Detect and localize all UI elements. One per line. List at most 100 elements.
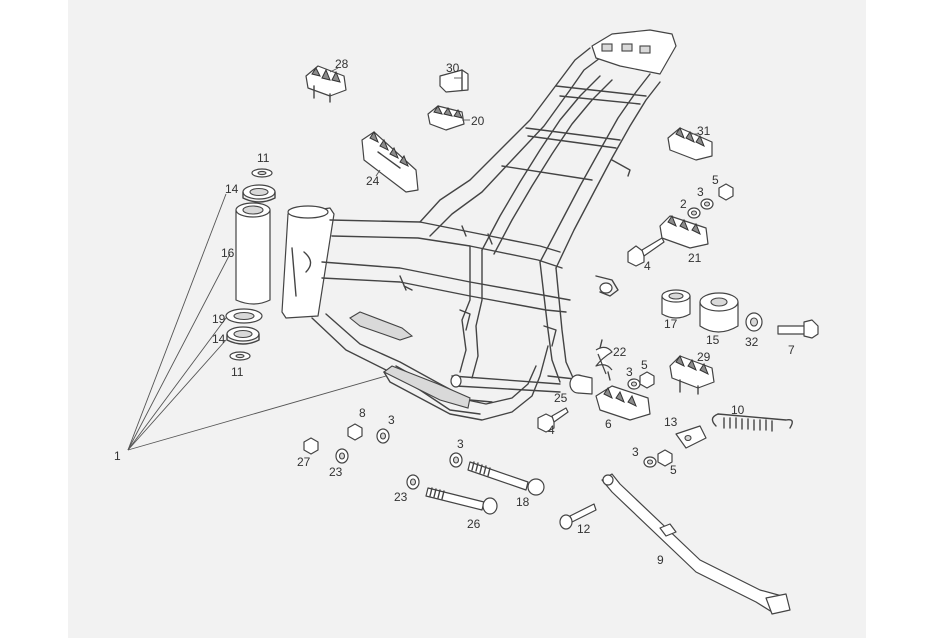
footpeg-28-pins	[313, 85, 331, 103]
bolt-7-shank	[777, 325, 807, 335]
callout-19: 19	[212, 312, 226, 326]
callout-26: 26	[467, 517, 481, 531]
subframe-diagonal-a	[481, 75, 601, 251]
footpeg-28-teeth	[311, 67, 341, 83]
footpeg-31-teeth	[675, 126, 705, 148]
rear-post-right	[555, 267, 575, 381]
callout-29: 29	[697, 350, 711, 364]
callout-32: 32	[745, 335, 759, 349]
callout-9: 9	[657, 553, 664, 567]
seal-19-hole	[233, 311, 255, 321]
leader-28	[329, 67, 339, 73]
washer-3-left-hole	[379, 432, 387, 440]
leader-1-to-frame	[127, 375, 387, 451]
bearing-14-top-side	[242, 191, 276, 203]
callout-12: 12	[577, 522, 591, 536]
callout-14-bottom: 14	[212, 332, 226, 346]
bushing-25-body	[577, 374, 593, 395]
nut-5-top	[718, 183, 734, 201]
callout-27: 27	[297, 455, 311, 469]
rear-loop-hole-3	[639, 45, 651, 54]
frame-tab-1	[399, 275, 413, 291]
footpegs	[305, 65, 715, 421]
spring-10-coils	[723, 417, 773, 432]
callout-3-mid: 3	[626, 365, 633, 379]
bolt-7-head	[803, 319, 819, 339]
callout-13: 13	[664, 415, 678, 429]
leader-1-to-19	[127, 317, 227, 451]
rear-tab-a	[611, 159, 631, 177]
callout-5-top: 5	[712, 173, 719, 187]
washer-11-bottom-hole	[235, 353, 245, 359]
frame-tab-2	[461, 225, 493, 245]
frame-tab-4	[543, 325, 557, 347]
subframe-rear-a	[539, 73, 651, 263]
footpeg-6	[595, 385, 651, 421]
callout-28: 28	[335, 57, 349, 71]
bolt-4-top-shank	[641, 237, 665, 257]
pivot-cross-tube	[451, 375, 561, 393]
subframe-cross-2	[555, 85, 647, 105]
callout-23-mid: 23	[394, 490, 408, 504]
callout-6: 6	[605, 417, 612, 431]
leader-lines	[329, 67, 698, 177]
washer-3-top-hole	[703, 201, 711, 207]
leader-1-to-14b	[127, 339, 227, 451]
bolt-12-shank	[569, 503, 597, 523]
bolt-26-head	[482, 497, 498, 515]
plate-13-hole	[684, 434, 692, 442]
pivot-tube-end	[450, 374, 462, 388]
callout-4-bottom: 4	[548, 423, 555, 437]
footpeg-20-teeth	[433, 105, 463, 119]
bearing-14-top-hole	[249, 187, 269, 197]
bolt-4-bottom-shank	[551, 407, 569, 423]
callout-7: 7	[788, 343, 795, 357]
callout-24: 24	[366, 174, 380, 188]
callout-18: 18	[516, 495, 530, 509]
footpeg-29-teeth	[675, 354, 709, 376]
nut-27	[303, 437, 319, 455]
bolt-4-bottom-head	[537, 413, 555, 433]
washer-11-top-hole	[257, 170, 267, 176]
nut-8	[347, 423, 363, 441]
footpeg-29-pins	[679, 379, 699, 395]
callout-16: 16	[221, 246, 235, 260]
bearing-14-bottom-hole	[233, 329, 253, 339]
callout-3-center: 3	[457, 437, 464, 451]
callout-23-left: 23	[329, 465, 343, 479]
rear-tab-b	[595, 275, 619, 297]
spring-10-hooks	[711, 413, 793, 429]
washer-3-center-hole	[452, 456, 460, 464]
bolt-26-thread	[429, 487, 445, 500]
middle-rail-b	[321, 277, 567, 313]
bolt-18-thread	[471, 461, 491, 477]
washer-23-left-hole	[338, 452, 346, 460]
callout-25: 25	[554, 391, 568, 405]
top-tube-upper	[329, 219, 561, 253]
callout-3-lower-right: 3	[632, 445, 639, 459]
rear-loop-hole-1	[601, 43, 613, 52]
callout-1-leaders	[127, 193, 387, 451]
callout-31: 31	[697, 124, 711, 138]
leader-1-to-14	[127, 193, 227, 451]
nut-5-mid	[639, 371, 655, 389]
callout-22: 22	[613, 345, 627, 359]
seat-post-left	[459, 245, 471, 373]
leader-1-to-16	[127, 253, 231, 451]
side-stand-spring-tab	[659, 523, 677, 537]
frame-tab-3	[459, 309, 471, 331]
spring-22-ends	[599, 339, 611, 381]
spacer-tube-16-bore	[242, 205, 264, 215]
washer-2-hole	[690, 210, 698, 216]
footpeg-20	[427, 105, 465, 131]
bolt-18-head	[527, 478, 545, 496]
nut-5-lower-right	[657, 449, 673, 467]
footpeg-6-teeth	[603, 386, 637, 408]
bushing-17-bore	[668, 292, 684, 300]
top-tube-lower	[331, 235, 563, 269]
main-frame	[281, 29, 677, 421]
callout-1: 1	[114, 449, 121, 463]
bolt-18-shank	[467, 461, 529, 491]
callout-11-top: 11	[257, 151, 270, 165]
